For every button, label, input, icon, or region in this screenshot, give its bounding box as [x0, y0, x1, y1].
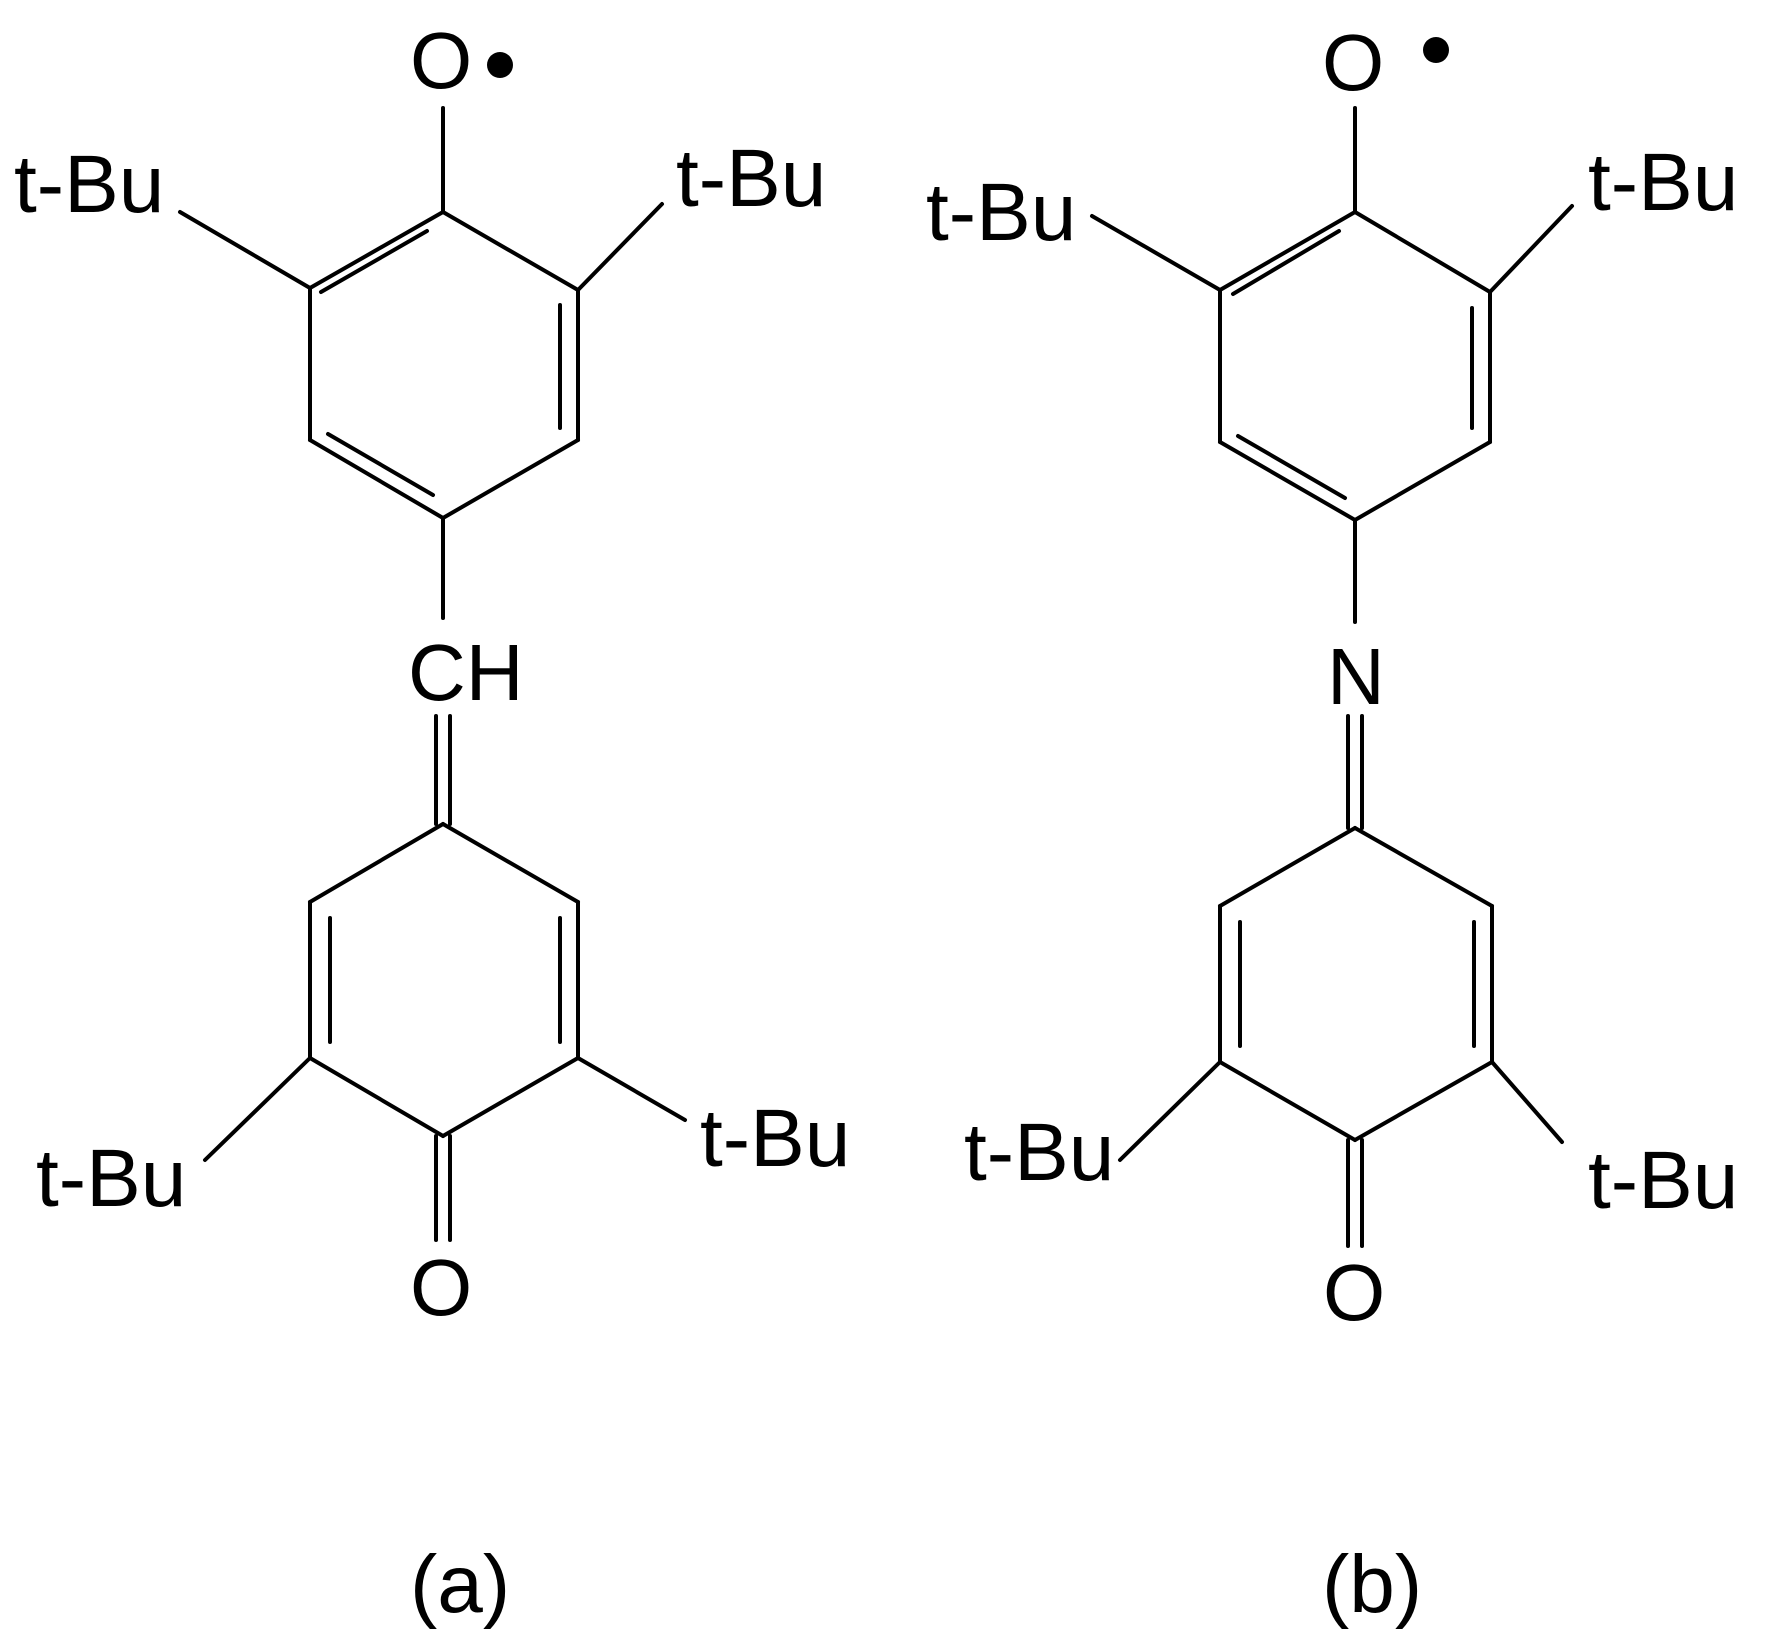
- structure-b-radical-oxygen-label: O: [1322, 18, 1384, 107]
- structure-b-radical-dot: [1423, 37, 1449, 63]
- structure-b-tbu-upper-left: t-Bu: [926, 167, 1076, 258]
- structure-b-linker-label: N: [1327, 632, 1385, 721]
- structure-b-tbu-upper-right: t-Bu: [1588, 137, 1738, 228]
- structure-a-tbu-upper-right: t-Bu: [676, 133, 826, 224]
- structure-b-caption: (b): [1322, 1539, 1422, 1630]
- structure-a-radical-oxygen-label: O: [410, 16, 472, 105]
- structure-a-lower-ring: [203, 822, 687, 1242]
- structure-a-tbu-lower-right: t-Bu: [700, 1093, 850, 1184]
- structure-a: O t-Bu t-Bu CH t-Bu t-Bu O (a): [14, 16, 850, 1630]
- structure-a-tbu-upper-left: t-Bu: [14, 139, 164, 230]
- structure-a-linker-label: CH: [408, 628, 524, 717]
- structure-b-tbu-lower-left: t-Bu: [964, 1107, 1114, 1198]
- structure-b-upper-ring: [1090, 106, 1574, 624]
- structure-b-tbu-lower-right: t-Bu: [1588, 1135, 1738, 1226]
- structure-a-tbu-lower-left: t-Bu: [36, 1133, 186, 1224]
- structure-a-upper-ring: [178, 106, 664, 620]
- structure-b-lower-ring: [1118, 826, 1564, 1248]
- structure-b: O t-Bu t-Bu N t-Bu t-Bu O (b): [926, 18, 1738, 1630]
- structure-b-carbonyl-oxygen-label: O: [1323, 1248, 1385, 1337]
- structure-a-carbonyl-oxygen-label: O: [410, 1243, 472, 1332]
- structure-a-radical-dot: [487, 52, 513, 78]
- structure-a-caption: (a): [410, 1539, 510, 1630]
